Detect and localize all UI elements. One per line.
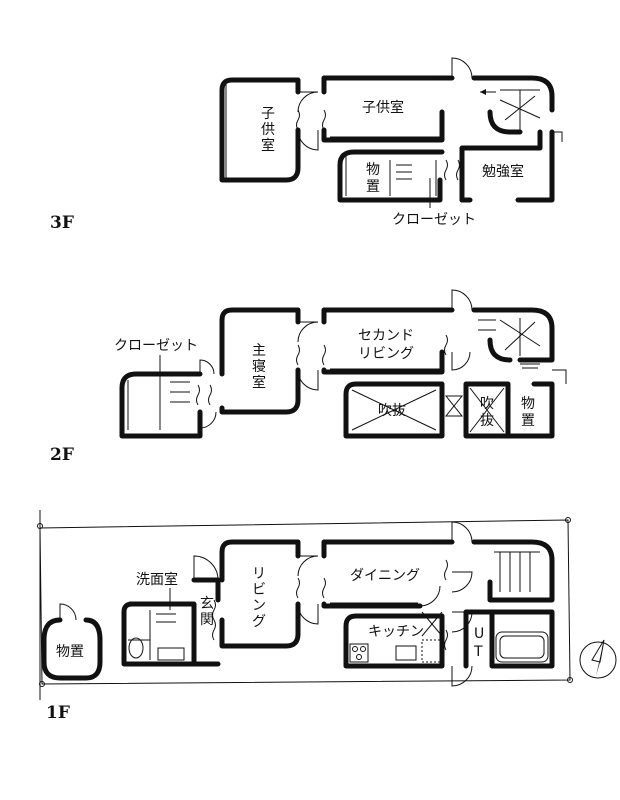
floor-2f: クローゼット 主 寝 室 セカンド リビング 吹抜 吹 抜 物 置 2F — [50, 289, 567, 465]
floor-1f: 物置 洗面室 玄 関 リ ビ ン グ ダイニング キッチン U T 1F — [37, 510, 617, 723]
3f-kodomo-right-label: 子供室 — [362, 99, 404, 116]
2f-second-living-walls — [321, 307, 445, 375]
1f-stair-walls — [439, 539, 555, 603]
3f-kodomo-left-label-1: 子 — [261, 106, 275, 122]
1f-site-boundary — [39, 519, 571, 685]
1f-dining-walls — [321, 539, 445, 609]
1f-senmen-walls — [121, 601, 197, 667]
2f-closet-walls — [119, 371, 203, 439]
2f-closet-label: クローゼット — [114, 338, 198, 354]
2f-monooki-label-2: 置 — [521, 413, 535, 429]
1f-kitchen-walls — [343, 613, 445, 669]
3f-door-left — [297, 91, 319, 113]
2f-fukinuke-walls — [343, 381, 445, 439]
3f-closet-label: クローゼット — [392, 212, 476, 228]
1f-living-walls — [219, 539, 301, 649]
1f-monooki-label: 物置 — [56, 644, 84, 660]
2f-fukinuke-v-label-1: 吹 — [480, 396, 494, 412]
1f-kitchen-label: キッチン — [368, 624, 424, 640]
1f-ut-walls — [463, 609, 555, 669]
1f-living-label-2: ビ — [252, 582, 266, 598]
1f-ut-label-1: U — [474, 626, 484, 642]
3f-kodomo-right-walls — [321, 75, 445, 143]
3f-door-top — [451, 57, 473, 79]
2f-monooki-label-1: 物 — [521, 396, 535, 412]
1f-senmen-label: 洗面室 — [136, 571, 178, 588]
1f-living-label-1: リ — [252, 566, 266, 582]
2f-shinshitsu-label-3: 室 — [252, 374, 266, 391]
2f-shinshitsu-label-2: 寝 — [252, 358, 266, 375]
3f-kodomo-left-walls — [219, 77, 301, 183]
1f-dining-label: ダイニング — [350, 568, 420, 584]
floor-3f: 子 供 室 子供室 物 置 勉強室 クローゼット 3F — [50, 57, 563, 233]
floor-label-2f: 2F — [50, 445, 74, 465]
3f-monooki-label-1: 物 — [366, 162, 380, 178]
floor-label-1f: 1F — [46, 703, 70, 723]
3f-benkyo-walls — [459, 129, 543, 203]
1f-ut-label-2: T — [473, 644, 483, 660]
1f-monooki-walls — [41, 617, 103, 681]
3f-benkyo-label: 勉強室 — [482, 163, 524, 180]
2f-fukinuke-v-label-2: 抜 — [480, 413, 494, 429]
3f-stair-walls — [439, 75, 555, 203]
2f-fukinuke-label: 吹抜 — [378, 403, 406, 419]
1f-living-label-4: グ — [252, 614, 266, 630]
2f-second-living-label-1: セカンド — [358, 328, 414, 344]
2f-shinshitsu-walls — [219, 307, 301, 415]
1f-genkan-label-2: 関 — [200, 612, 214, 628]
1f-living-label-3: ン — [252, 598, 266, 614]
floor-label-3f: 3F — [50, 213, 74, 233]
1f-genkan-label-1: 玄 — [200, 595, 214, 612]
north-arrow-icon — [579, 639, 617, 679]
3f-kodomo-left-label-3: 室 — [261, 137, 275, 154]
3f-monooki-label-2: 置 — [366, 179, 380, 195]
3f-kodomo-left-label-2: 供 — [261, 122, 275, 138]
2f-stair-walls — [439, 307, 555, 363]
3f-door-left2 — [297, 129, 319, 151]
3f-monooki-walls — [337, 149, 445, 203]
2f-shinshitsu-label-1: 主 — [252, 343, 266, 359]
2f-second-living-label-2: リビング — [358, 346, 414, 362]
